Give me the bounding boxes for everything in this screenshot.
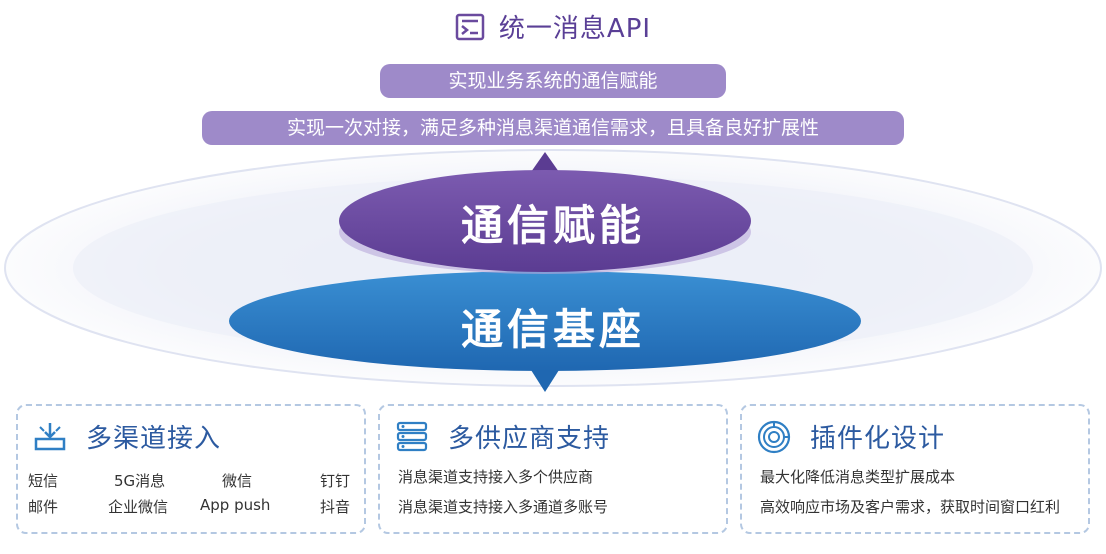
api-document-icon xyxy=(455,13,485,41)
page-title: 统一消息API xyxy=(498,14,652,44)
card-title: 多渠道接入 xyxy=(86,424,222,454)
feature-line: 消息渠道支持接入多通道多账号 xyxy=(398,498,609,516)
card-header: 多渠道接入 xyxy=(32,418,221,455)
card-multi-provider: 多供应商支持 消息渠道支持接入多个供应商 消息渠道支持接入多通道多账号 xyxy=(378,404,728,534)
card-header: 多供应商支持 xyxy=(394,418,610,455)
plugin-design-icon xyxy=(756,419,792,455)
feature-line: 高效响应市场及客户需求，获取时间窗口红利 xyxy=(760,498,1061,516)
card-multi-channel: 多渠道接入 短信 5G消息 微信 钉钉 邮件 企业微信 App push 抖音 xyxy=(16,404,366,534)
card-plugin-design: 插件化设计 最大化降低消息类型扩展成本 高效响应市场及客户需求，获取时间窗口红利 xyxy=(740,404,1090,534)
card-title: 多供应商支持 xyxy=(448,424,611,454)
feature-line: 消息渠道支持接入多个供应商 xyxy=(398,468,594,486)
channel-item: 企业微信 xyxy=(108,498,169,516)
feature-line: 最大化降低消息类型扩展成本 xyxy=(760,468,956,486)
channel-item: 钉钉 xyxy=(320,472,351,490)
top-layer-ellipse xyxy=(339,170,751,272)
channel-item: 微信 xyxy=(222,472,253,490)
channel-item: 5G消息 xyxy=(114,472,166,490)
down-arrow xyxy=(531,370,559,392)
channel-item: 短信 xyxy=(28,472,59,490)
layer-label-foundation: 通信基座 xyxy=(460,305,645,354)
title-group: 统一消息API xyxy=(455,8,651,45)
description-pill: 实现一次对接，满足多种消息渠道通信需求，且具备良好扩展性 xyxy=(202,111,904,145)
up-arrow xyxy=(531,152,559,172)
card-title: 插件化设计 xyxy=(810,424,946,454)
bottom-layer-ellipse xyxy=(229,271,861,371)
multi-provider-icon xyxy=(394,419,430,455)
channel-item: 抖音 xyxy=(320,498,351,516)
multi-channel-access-icon xyxy=(32,419,68,455)
channel-item: 邮件 xyxy=(28,498,59,516)
layer-label-empowerment: 通信赋能 xyxy=(460,201,645,250)
capability-pill: 实现业务系统的通信赋能 xyxy=(380,64,726,98)
card-header: 插件化设计 xyxy=(756,418,945,455)
channel-item: App push xyxy=(200,496,271,514)
header: 统一消息API xyxy=(0,8,1106,45)
